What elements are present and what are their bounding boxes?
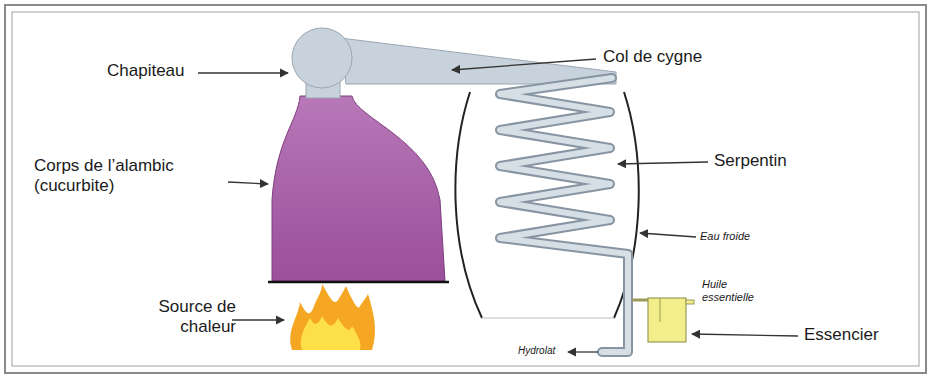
part-label: Source de chaleur (140, 297, 236, 338)
essencier-vessel (648, 298, 686, 342)
oil-spout (686, 300, 694, 304)
part-label: Hydrolat (518, 345, 568, 357)
alembic-body (272, 96, 445, 281)
coil (500, 78, 628, 352)
part-label: Serpentin (714, 151, 814, 171)
chapiteau-dome (292, 28, 352, 88)
part-label: Essencier (804, 325, 904, 345)
swan-neck-pipe (340, 38, 616, 84)
part-label: Huile essentielle (702, 278, 764, 304)
part-label: Corps de l’alambic (cucurbite) (34, 156, 194, 197)
inlet-pipe (632, 299, 648, 302)
separator-tube (660, 298, 661, 322)
part-label: Eau froide (700, 230, 780, 243)
tank-bottom (482, 317, 614, 319)
outer-frame (5, 5, 926, 373)
leader-lines (198, 59, 798, 352)
part-label: Chapiteau (107, 61, 197, 81)
body-base (268, 281, 449, 284)
flame (290, 284, 375, 350)
tank-wall (455, 92, 482, 318)
inner-frame (12, 12, 919, 366)
part-label: Col de cygne (603, 47, 723, 67)
